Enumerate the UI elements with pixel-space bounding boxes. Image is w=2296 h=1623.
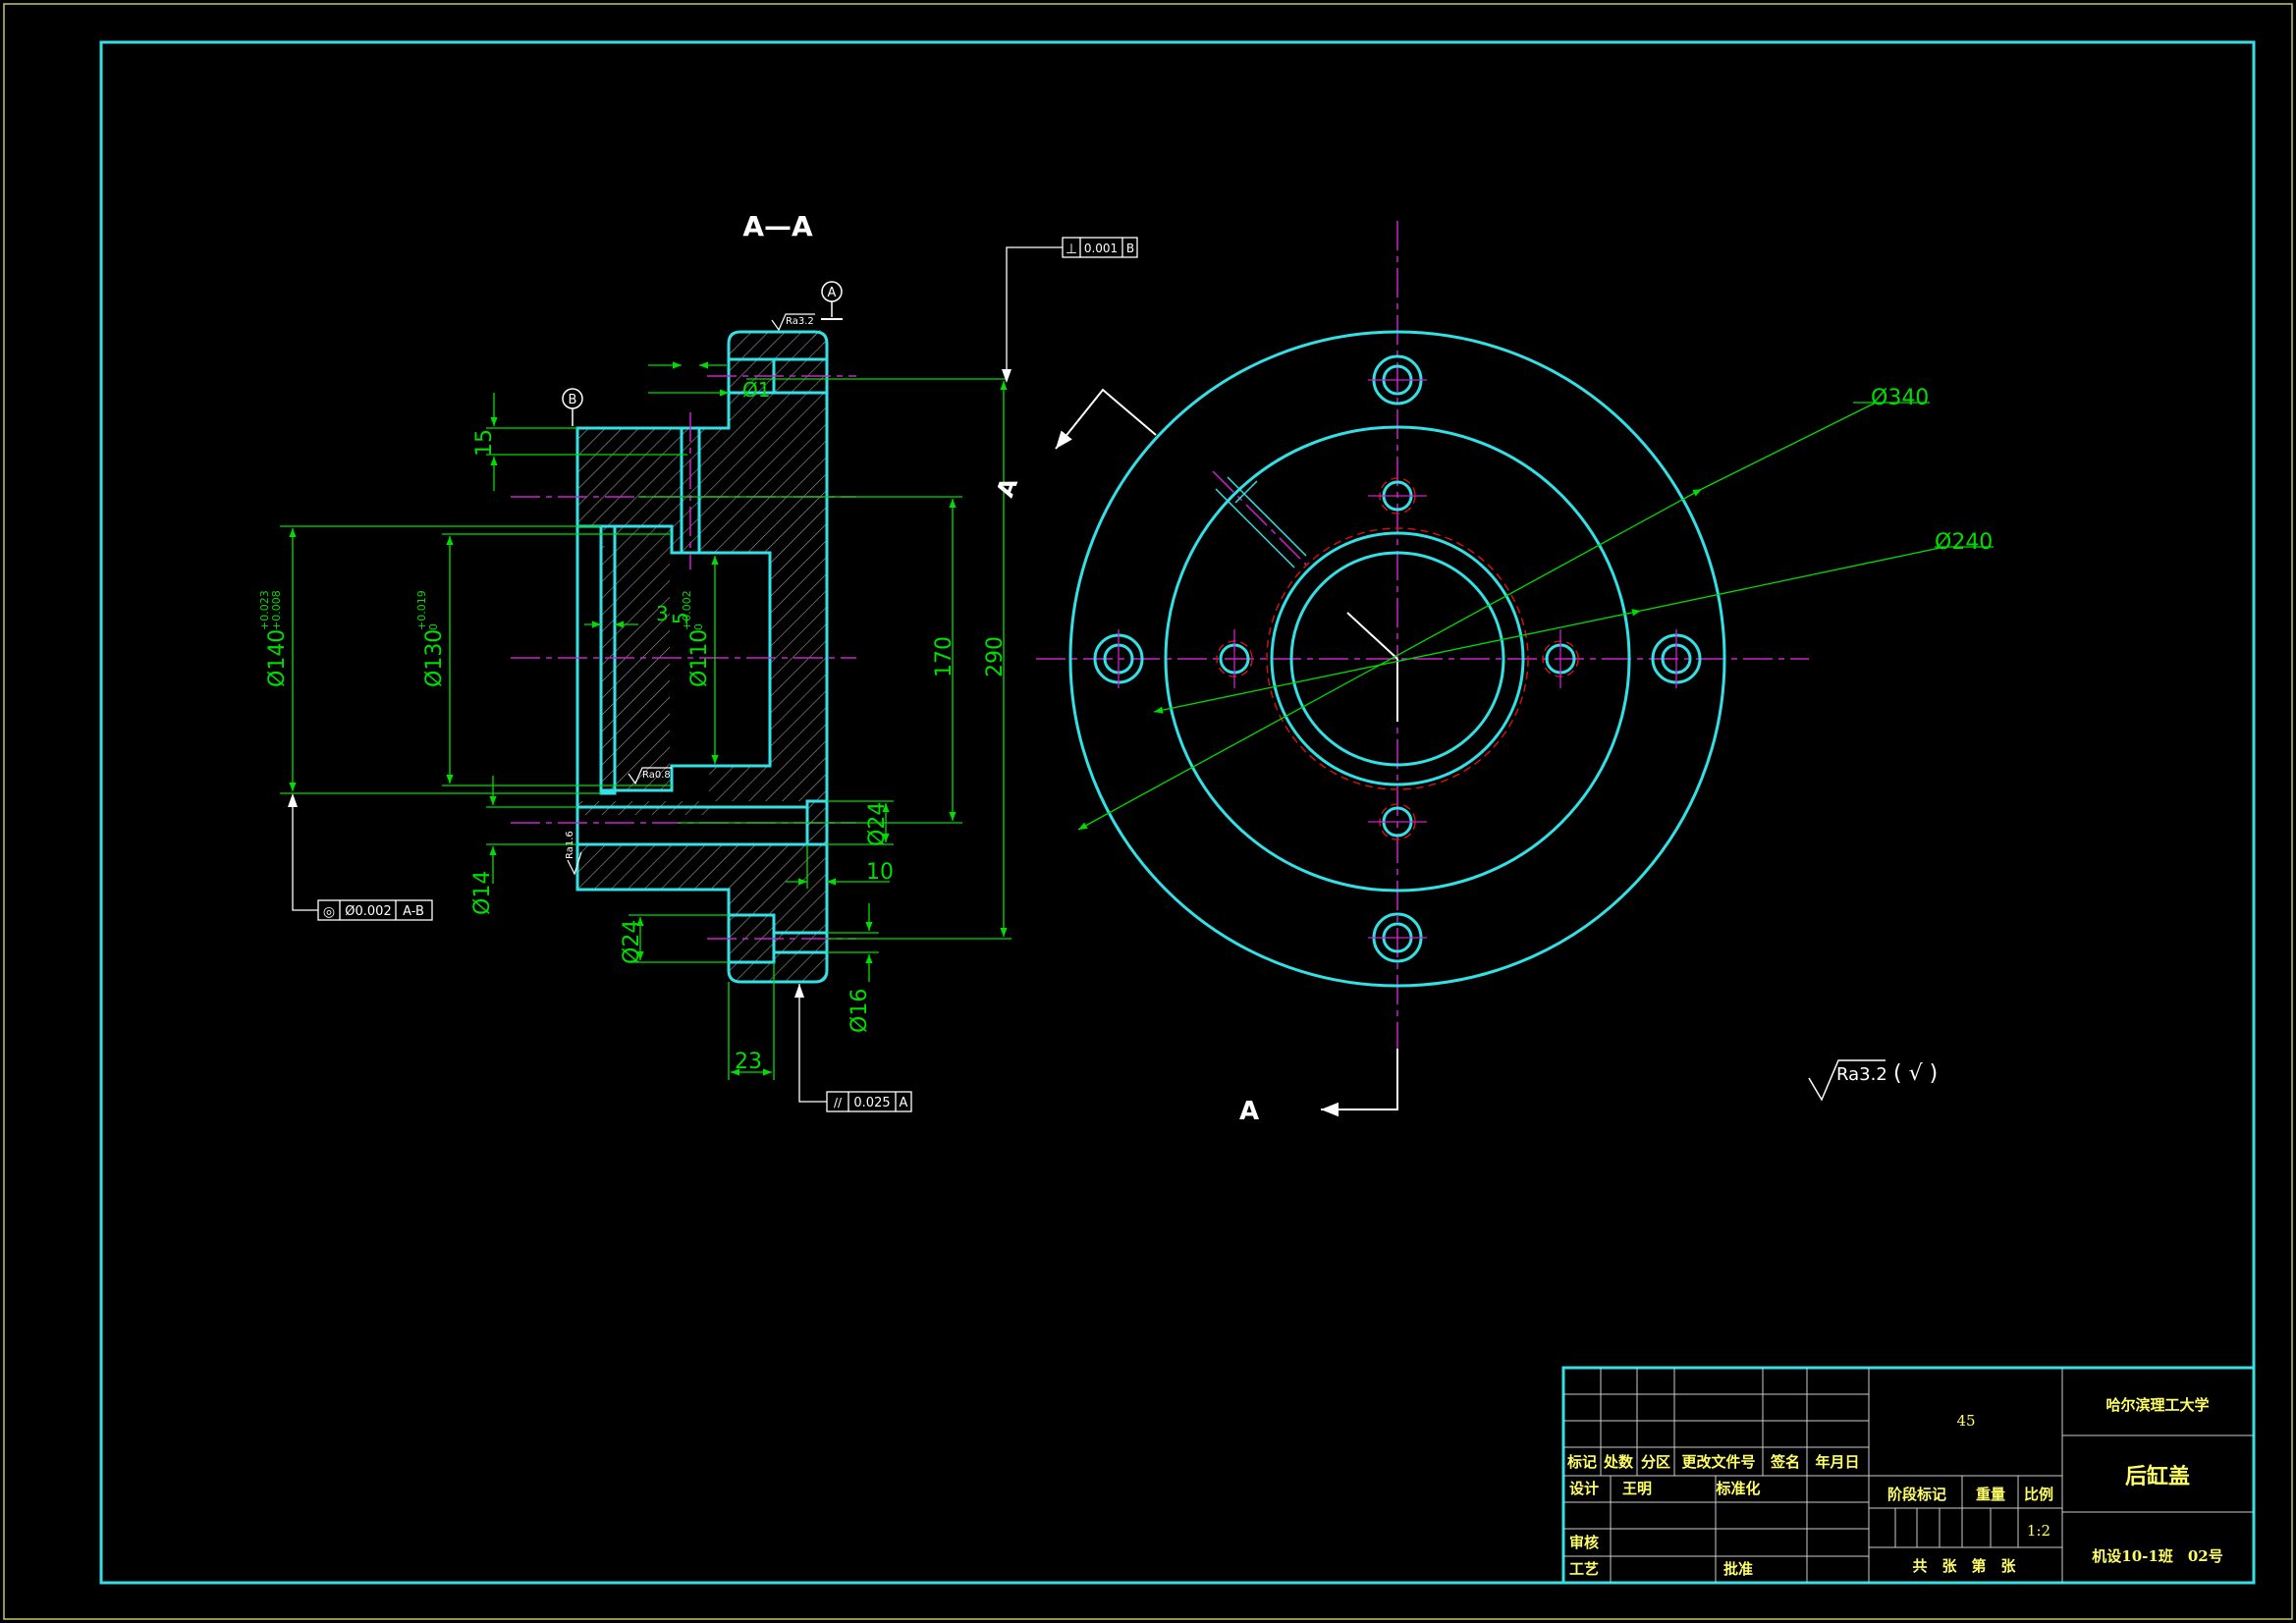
dim-d130-tol-low: 0 [427, 623, 440, 630]
dim-v170: 170 [932, 636, 957, 677]
svg-text:◎: ◎ [323, 904, 335, 920]
tb-sheets: 共 张 第 张 [1912, 1557, 2016, 1575]
dim-d1: Ø1 [742, 378, 770, 402]
tb-header-1: 处数 [1603, 1453, 1634, 1471]
tb-school: 哈尔滨理工大学 [2105, 1396, 2209, 1414]
tb-standard-label: 标准化 [1715, 1480, 1760, 1497]
dim-v15: 15 [472, 429, 497, 457]
section-body-lower [577, 330, 827, 982]
tb-scale: 1:2 [2027, 1522, 2050, 1540]
dim-d340: Ø340 [1871, 386, 1929, 410]
section-dimension-texts: Ø140 +0.023 +0.008 Ø130 +0.019 0 Ø110 +0… [258, 378, 1008, 1074]
surface-finish-note: Ra3.2 ( √ ) [1808, 1059, 1938, 1102]
front-dimension-lines [1077, 402, 1994, 831]
svg-text:A: A [991, 474, 1023, 501]
svg-text:Ra3.2: Ra3.2 [1836, 1064, 1887, 1085]
svg-text://: // [834, 1096, 843, 1109]
tb-header-4: 签名 [1770, 1453, 1800, 1471]
svg-text:A-B: A-B [403, 904, 424, 919]
svg-text:Ra3.2: Ra3.2 [786, 316, 814, 327]
dim-d110: Ø110 [687, 629, 712, 687]
section-label: A—A [742, 210, 813, 243]
svg-text:B: B [569, 393, 577, 407]
section-view: A—A [258, 210, 1138, 1112]
tb-designer: 王明 [1622, 1480, 1652, 1497]
tb-weight-label: 重量 [1976, 1486, 2005, 1503]
tb-review-label: 审核 [1569, 1534, 1599, 1551]
svg-text:A: A [1239, 1097, 1259, 1126]
tb-process-label: 工艺 [1569, 1560, 1599, 1578]
front-view: Ø340 Ø240 A A [991, 221, 1994, 1126]
dim-d16: Ø16 [847, 989, 872, 1033]
svg-text:A: A [828, 286, 837, 300]
svg-text:0.025: 0.025 [853, 1096, 890, 1110]
section-dimension-lines [280, 361, 1011, 1080]
tb-part-name: 后缸盖 [2125, 1464, 2190, 1489]
svg-text:A: A [900, 1096, 908, 1110]
svg-text:Ra0.8: Ra0.8 [642, 770, 671, 781]
dim-d130-tol-up: +0.019 [415, 590, 428, 630]
dim-d140-tol-low: +0.008 [270, 590, 283, 630]
dim-d140-tol-up: +0.023 [258, 590, 271, 630]
svg-text:B: B [1126, 242, 1134, 255]
section-cut-marker-lower: A [1239, 1049, 1398, 1126]
section-body-upper [577, 332, 827, 839]
fcf-perpendicularity: ⊥ 0.001 B [1002, 237, 1138, 383]
front-centerlines [1036, 221, 1809, 1055]
dim-v10: 10 [866, 860, 894, 885]
dim-v290: 290 [983, 636, 1008, 677]
tb-stage-label: 阶段标记 [1887, 1486, 1946, 1503]
sheet-inner-border [99, 40, 2256, 1585]
surface-mark-inner: Ra0.8 [628, 767, 672, 785]
fcf-concentricity: ◎ Ø0.002 A-B [288, 793, 433, 921]
title-block: 标记 处数 分区 更改文件号 签名 年月日 设计 王明 标准化 审核 工艺 批准… [1561, 1366, 2256, 1585]
datum-b-symbol: B [562, 388, 583, 426]
surface-mark-top: Ra3.2 [771, 313, 815, 332]
datum-a-symbol: A [821, 281, 843, 320]
dim-v5: 5 [669, 612, 692, 624]
dim-d110-tol-up: +0.002 [681, 590, 693, 630]
front-oil-hole [1215, 476, 1307, 568]
tb-header-0: 标记 [1566, 1453, 1597, 1471]
dim-d14: Ø14 [470, 871, 495, 915]
svg-text:Ø0.002: Ø0.002 [345, 904, 391, 919]
section-outline [575, 330, 829, 984]
dim-d130: Ø130 [422, 629, 447, 687]
tb-header-5: 年月日 [1815, 1453, 1859, 1471]
tb-drawing-no: 机设10-1班 02号 [2092, 1547, 2222, 1565]
svg-text:( √ ): ( √ ) [1893, 1061, 1938, 1086]
tb-material: 45 [1956, 1412, 1975, 1430]
sheet-outer-border [3, 3, 2293, 1620]
front-center-marks [1346, 612, 1398, 722]
tb-design-label: 设计 [1569, 1480, 1599, 1497]
dim-v23: 23 [735, 1050, 762, 1074]
dim-d110-tol-low: 0 [692, 623, 705, 630]
tb-header-3: 更改文件号 [1681, 1453, 1755, 1471]
dim-d24a: Ø24 [865, 802, 890, 846]
dim-d24b: Ø24 [620, 920, 644, 964]
dim-d140: Ø140 [265, 629, 290, 687]
dim-d240: Ø240 [1935, 530, 1993, 555]
svg-text:⊥: ⊥ [1066, 242, 1077, 257]
fcf-parallelism: // 0.025 A [794, 984, 912, 1112]
dim-v3: 3 [656, 602, 669, 625]
tb-header-2: 分区 [1641, 1453, 1670, 1471]
tb-scale-label: 比例 [2024, 1486, 2053, 1503]
svg-text:0.001: 0.001 [1084, 242, 1118, 255]
tb-approve-label: 批准 [1723, 1560, 1753, 1578]
section-cut-marker-upper: A [991, 388, 1157, 501]
